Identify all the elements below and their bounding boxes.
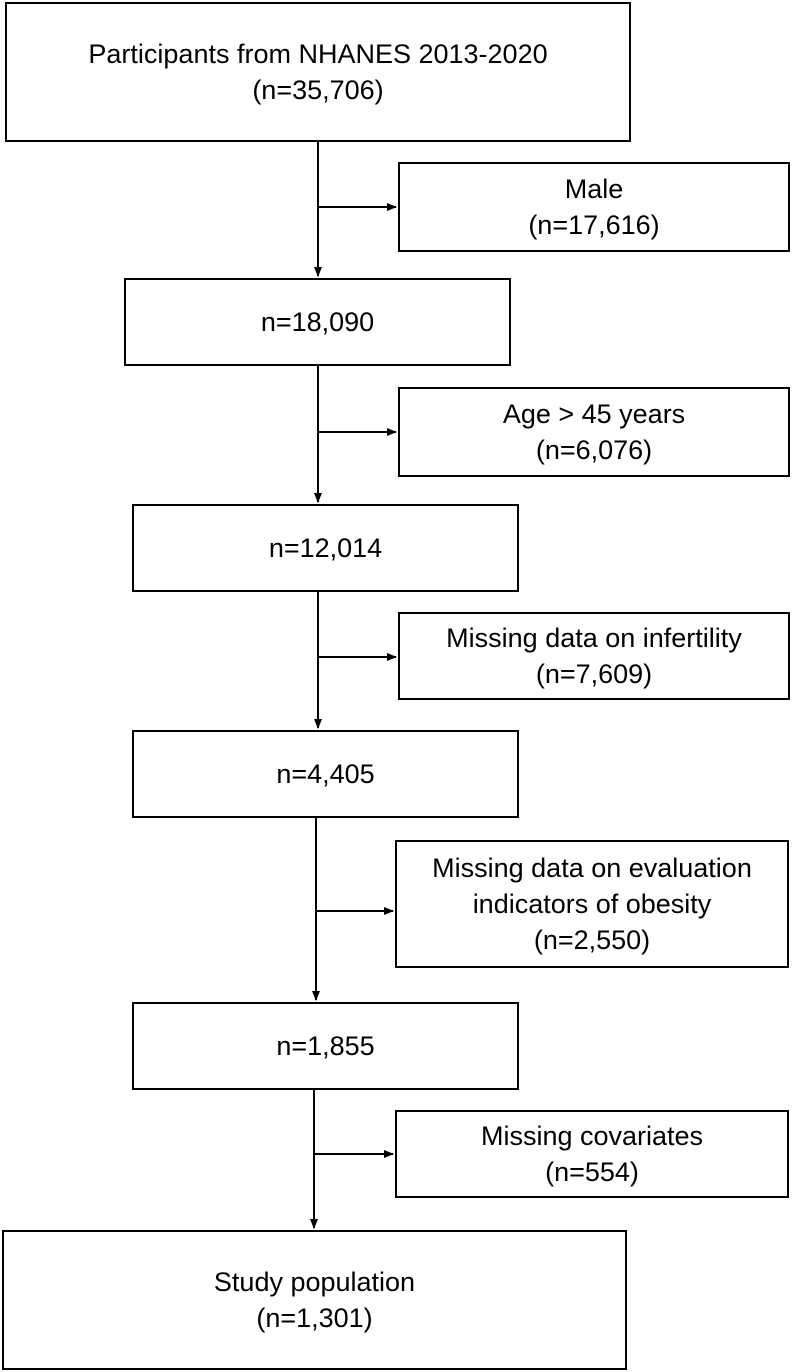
step-box-2: n=12,014 <box>132 504 519 592</box>
exclusion-box-male: Male (n=17,616) <box>398 162 790 252</box>
step-box-4: n=1,855 <box>132 1002 519 1090</box>
step-count: n=1,855 <box>276 1031 375 1061</box>
exclusion-box-age: Age > 45 years (n=6,076) <box>398 387 790 477</box>
step-box-1: n=18,090 <box>124 278 511 366</box>
exclusion-count: (n=554) <box>545 1157 639 1187</box>
exclusion-count: (n=6,076) <box>535 435 653 465</box>
exclusion-box-covariates: Missing covariates (n=554) <box>395 1110 789 1198</box>
exclusion-label-line2: indicators of obesity <box>472 889 712 919</box>
exclusion-box-infertility: Missing data on infertility (n=7,609) <box>398 612 790 700</box>
exclusion-label: Age > 45 years <box>502 399 686 429</box>
exclusion-label: Male <box>564 174 624 204</box>
start-title: Participants from NHANES 2013-2020 <box>88 39 548 69</box>
start-box: Participants from NHANES 2013-2020 (n=35… <box>5 2 631 142</box>
exclusion-count: (n=2,550) <box>533 925 651 955</box>
final-count: (n=1,301) <box>256 1303 373 1333</box>
exclusion-label: Missing covariates <box>480 1121 704 1151</box>
exclusion-label: Missing data on infertility <box>446 623 742 653</box>
final-box: Study population (n=1,301) <box>2 1230 627 1370</box>
start-count: (n=35,706) <box>252 75 384 105</box>
final-title: Study population <box>213 1267 416 1297</box>
exclusion-box-obesity: Missing data on evaluation indicators of… <box>395 840 789 968</box>
exclusion-count: (n=7,609) <box>535 659 653 689</box>
step-box-3: n=4,405 <box>132 730 519 818</box>
exclusion-label: Missing data on evaluation <box>432 853 752 883</box>
step-count: n=4,405 <box>276 759 375 789</box>
exclusion-count: (n=17,616) <box>528 210 660 240</box>
step-count: n=12,014 <box>268 533 383 563</box>
step-count: n=18,090 <box>260 307 375 337</box>
